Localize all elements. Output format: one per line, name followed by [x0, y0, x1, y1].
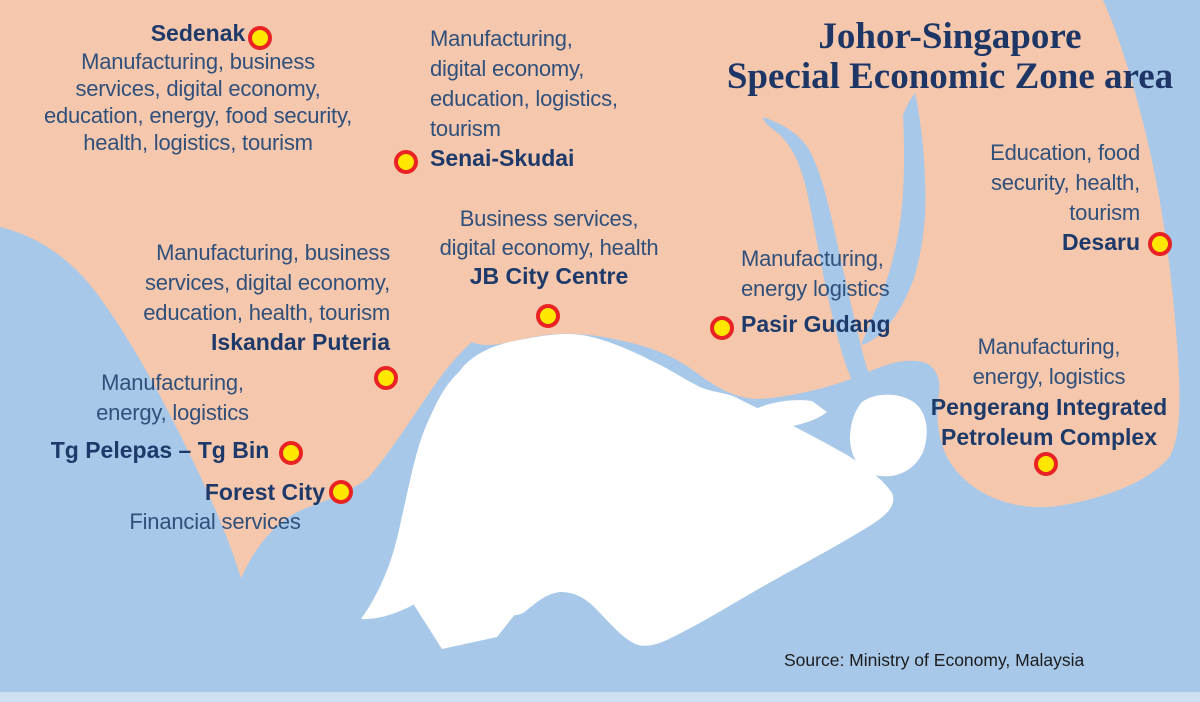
pasir-gudang-sectors-line2: energy logistics: [741, 276, 890, 301]
desaru-sectors-line3: tourism: [1069, 200, 1140, 225]
pasir-gudang-sectors-line1: Manufacturing,: [741, 246, 884, 271]
location-name-iskandar-puteria: Iskandar Puteria: [211, 329, 390, 355]
label-jb-city-centre: Business services, digital economy, heal…: [410, 204, 688, 290]
iskandar-sectors-line2: services, digital economy,: [144, 270, 390, 295]
tg-pelepas-sectors-line2: energy, logistics: [96, 400, 249, 425]
map-marker-pengerang: [1034, 452, 1058, 476]
forest-city-sectors-line1: Financial services: [129, 509, 301, 534]
map-title-line1: Johor-Singapore: [818, 16, 1082, 57]
label-forest-city-description: Financial services: [105, 507, 325, 536]
bottom-edge-strip: [0, 692, 1200, 702]
tg-pelepas-sectors-line1: Manufacturing,: [101, 370, 244, 395]
label-pengerang: Manufacturing, energy, logistics Pengera…: [916, 332, 1182, 452]
map-marker-senai-skudai: [394, 150, 418, 174]
label-sedenak: Sedenak Manufacturing, business services…: [8, 18, 388, 156]
map-marker-desaru: [1148, 232, 1172, 256]
map-marker-pasir-gudang: [710, 316, 734, 340]
location-name-tg-pelepas-tg-bin: Tg Pelepas – Tg Bin: [50, 437, 270, 463]
sedenak-sectors-line3: education, energy, food security,: [43, 103, 353, 128]
map-marker-tg-pelepas-tg-bin: [279, 441, 303, 465]
location-name-pengerang-line2: Petroleum Complex: [941, 424, 1157, 450]
map-title-line2: Special Economic Zone area: [726, 56, 1174, 97]
jurong-island: [414, 549, 536, 649]
iskandar-sectors-line1: Manufacturing, business: [156, 240, 390, 265]
label-iskandar-puteria: Manufacturing, business services, digita…: [88, 238, 390, 356]
map-marker-jb-city-centre: [536, 304, 560, 328]
sedenak-sectors-line2: services, digital economy,: [75, 76, 321, 101]
label-desaru: Education, food security, health, touris…: [900, 138, 1140, 256]
desaru-sectors-line2: security, health,: [990, 170, 1140, 195]
map-title: Johor-Singapore Special Economic Zone ar…: [700, 17, 1200, 97]
pulau-tekong-island: [849, 394, 927, 477]
senai-sectors-line2: digital economy,: [430, 56, 585, 81]
location-name-senai-skudai: Senai-Skudai: [430, 145, 575, 171]
desaru-sectors-line1: Education, food: [990, 140, 1140, 165]
map-marker-sedenak: [248, 26, 272, 50]
location-name-sedenak: Sedenak: [150, 20, 246, 46]
senai-sectors-line1: Manufacturing,: [430, 26, 573, 51]
iskandar-sectors-line3: education, health, tourism: [143, 300, 390, 325]
location-name-desaru: Desaru: [1062, 229, 1140, 255]
location-name-forest-city: Forest City: [204, 479, 325, 505]
source-note: Source: Ministry of Economy, Malaysia: [784, 650, 1085, 670]
johor-landmass: [0, 0, 1180, 578]
senai-sectors-line4: tourism: [430, 116, 501, 141]
jb-sectors-line2: digital economy, health: [439, 235, 659, 260]
label-pasir-gudang: Manufacturing, energy logistics Pasir Gu…: [741, 244, 961, 338]
johor-river-branch: [861, 93, 926, 345]
sedenak-sectors-line4: health, logistics, tourism: [83, 130, 313, 155]
location-name-pengerang-line1: Pengerang Integrated: [930, 394, 1168, 420]
label-tg-pelepas-tg-bin-name: Tg Pelepas – Tg Bin: [42, 436, 278, 464]
label-forest-city-name: Forest City: [140, 478, 325, 506]
pengerang-sectors-line2: energy, logistics: [972, 364, 1126, 389]
label-senai-skudai: Manufacturing, digital economy, educatio…: [430, 24, 680, 172]
label-tg-pelepas-tg-bin-description: Manufacturing, energy, logistics: [60, 368, 285, 428]
sedenak-sectors-line1: Manufacturing, business: [81, 49, 315, 74]
map-marker-forest-city: [329, 480, 353, 504]
map-marker-iskandar-puteria: [374, 366, 398, 390]
location-name-pasir-gudang: Pasir Gudang: [741, 311, 891, 337]
pengerang-sectors-line1: Manufacturing,: [977, 334, 1121, 359]
jb-sectors-line1: Business services,: [459, 206, 639, 231]
pulau-ubin-island: [745, 400, 827, 429]
senai-sectors-line3: education, logistics,: [430, 86, 618, 111]
location-name-jb-city-centre: JB City Centre: [469, 263, 629, 289]
johor-river: [763, 117, 879, 399]
